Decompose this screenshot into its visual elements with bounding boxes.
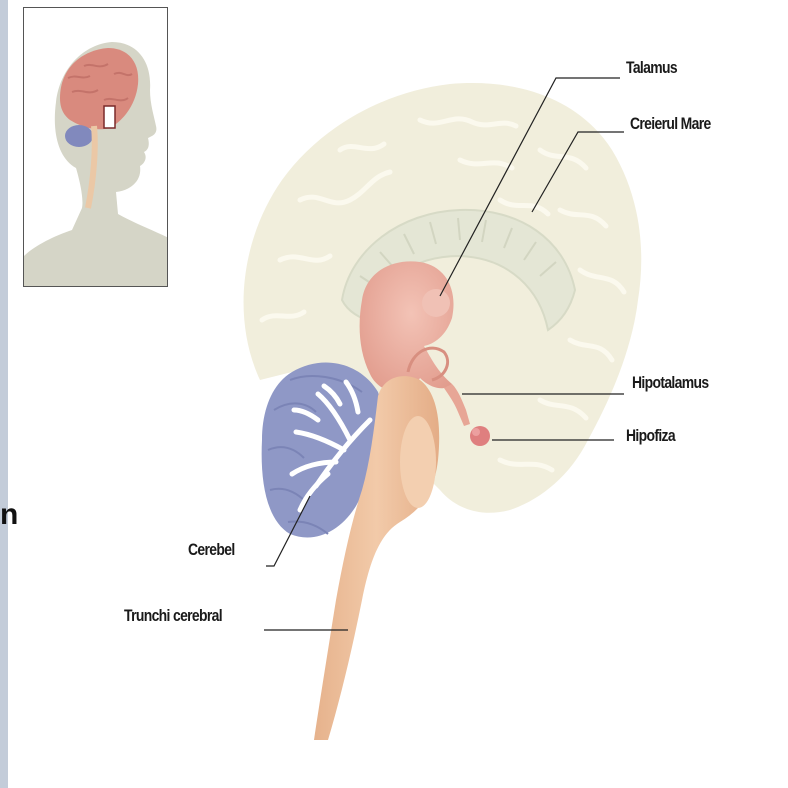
label-hipofiza: Hipofiza [626,426,675,446]
label-cerebel: Cerebel [188,540,235,560]
label-talamus: Talamus [626,58,677,78]
pons [400,416,436,508]
label-trunchi-cerebral: Trunchi cerebral [124,606,222,626]
hypophysis [470,426,490,446]
thalamus [360,261,454,392]
thalamus-nucleus [422,289,450,317]
label-creierul-mare: Creierul Mare [630,114,711,134]
label-hipotalamus: Hipotalamus [632,373,708,393]
